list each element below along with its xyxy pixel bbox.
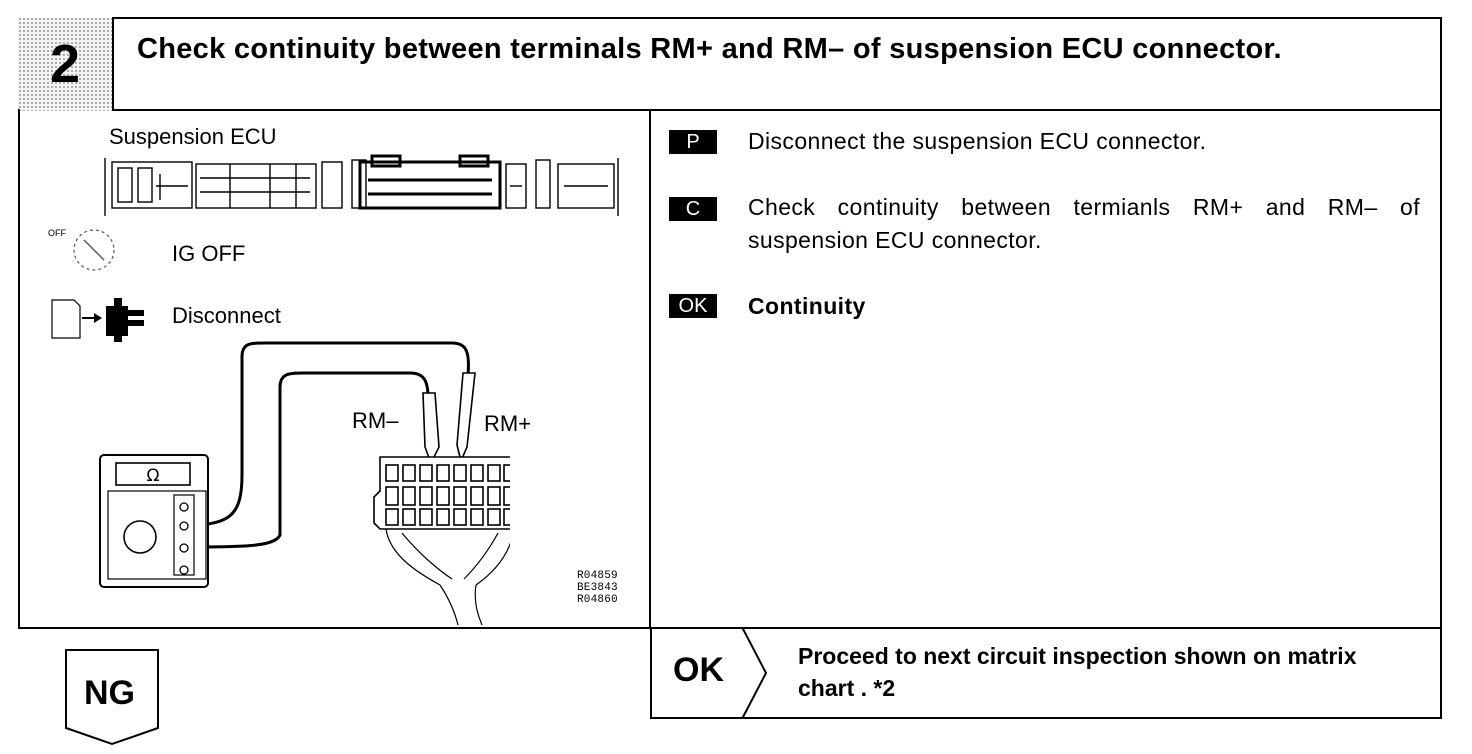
figure-code: R04860 [577,594,618,606]
multimeter [99,454,209,588]
ok-arrow-divider [741,627,768,719]
continuity-test-illustration: Ω [99,341,510,625]
step-title: Check continuity between terminals RM+ a… [137,33,1282,65]
tag-c: C [669,197,717,221]
tag-p: P [669,130,717,154]
step-tag-c: C [669,197,717,221]
ignition-icon: OFF [48,228,115,271]
step-tag-p: P [669,130,717,154]
meter-dial [123,520,157,554]
rm-plus-label: RM+ [484,411,532,436]
step-c-text: Check continuity between termianls RM+ a… [748,194,1420,253]
figure-codes: R04859 BE3843 R04860 [577,570,618,606]
rm-minus-label: RM– [352,408,399,433]
ok-result-box [650,627,1442,719]
step-number: 2 [49,34,81,94]
figure-code: R04859 [577,570,618,582]
ok-result-label: OK [673,651,724,689]
wire-harness [385,528,510,625]
ng-arrow-flag [65,649,159,746]
ng-result-label: NG [84,674,135,712]
step-body [18,109,1442,629]
body-bottom-rule [18,627,652,629]
ignition-label: IG OFF [172,241,246,266]
meter-display [115,462,191,486]
ecu-connector-face [373,456,510,530]
column-divider [649,109,651,629]
step-tag-ok: OK [669,294,717,318]
tag-ok: OK [669,294,717,318]
step-number-badge: 2 [18,17,114,111]
ecu-connector-illustration [104,154,619,216]
ecu-label: Suspension ECU [109,124,277,149]
ok-result-text: Proceed to next circuit inspection shown… [798,643,1357,701]
ohm-symbol: Ω [147,466,160,486]
test-leads [187,341,470,549]
figure-code: BE3843 [577,582,618,594]
step-p-text: Disconnect the suspension ECU connector. [748,128,1207,154]
step-ok-text: Continuity [748,293,866,319]
disconnect-label: Disconnect [172,303,281,328]
ignition-icon-text: OFF [48,228,66,238]
disconnect-icon [51,298,144,342]
